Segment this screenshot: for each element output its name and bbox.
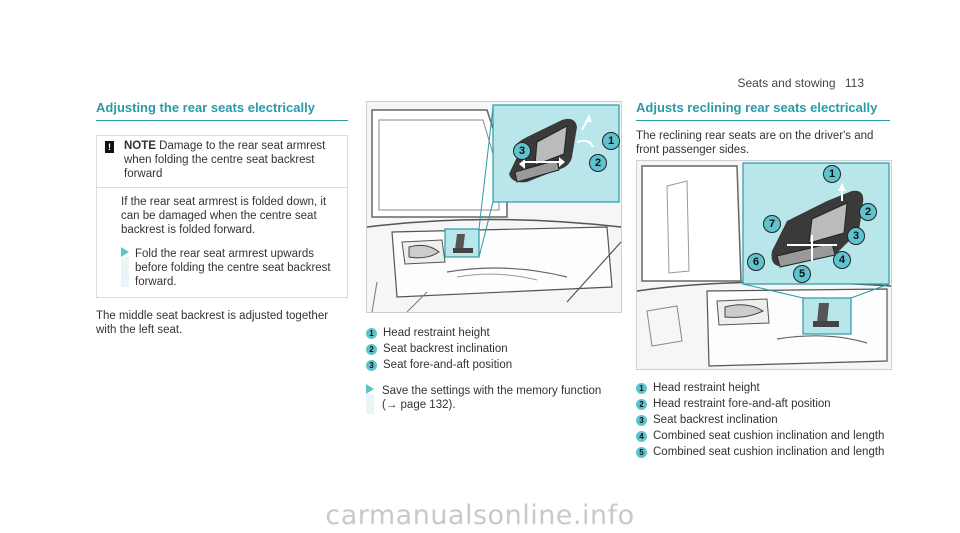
watermark: carmanualsonline.info [325,500,635,531]
note-label: NOTE [124,140,156,152]
legend-item: 1 Head restraint height [636,380,916,396]
legend-label: Seat backrest inclination [383,343,508,355]
legend-label: Head restraint height [383,327,490,339]
warning-icon: ! [105,141,114,153]
legend-num: 3 [366,359,377,371]
step-bar [121,257,129,287]
legend-num: 4 [636,430,647,442]
callout-4: 4 [833,251,851,269]
note-step-text: Fold the rear seat armrest upwards befor… [135,248,331,288]
figure-rear-seat-controls: 1 2 3 [366,101,622,313]
callout-7: 7 [763,215,781,233]
section-divider [96,120,348,121]
section-title-rear-seats: Adjusting the rear seats electrically [96,100,315,115]
legend-item: 1 Head restraint height [366,325,620,341]
note-body-area: If the rear seat armrest is folded down,… [97,188,347,297]
reclining-intro: The reclining rear seats are on the driv… [636,130,874,156]
callout-6: 6 [747,253,765,271]
legend-num: 1 [366,327,377,339]
page-header: Seats and stowing 113 [737,76,864,90]
callout-5: 5 [793,265,811,283]
legend-item: 5 Combined seat cushion inclination and l… [636,444,916,460]
legend-num: 5 [636,446,647,458]
callout-2: 2 [859,203,877,221]
car-door-illustration [367,102,621,312]
step-arrow-icon [366,384,374,394]
legend-item: 4 Combined seat cushion inclination and l… [636,428,916,444]
note-body: If the rear seat armrest is folded down,… [121,196,327,236]
legend-label: Seat backrest inclination [653,414,778,426]
legend-num: 3 [636,414,647,426]
step-bar [366,394,374,414]
left-column: Adjusting the rear seats electrically ! … [96,100,348,337]
memory-step-marker [366,384,374,414]
callout-1: 1 [823,165,841,183]
right-column: Adjusts reclining rear seats electricall… [636,100,890,157]
callout-1: 1 [602,132,620,150]
memory-step-line: Save the settings with the memory functi… [382,385,602,397]
legend-item: 3 Seat fore-and-aft position [366,357,620,373]
legend-label: Head restraint fore-and-aft position [653,398,831,410]
note-heading-text: Damage to the rear seat armrest when fol… [124,140,326,180]
memory-step-ref[interactable]: (→ page 132). [382,399,456,411]
right-legend: 1 Head restraint height 2 Head restraint f… [636,380,916,460]
note-box: ! NOTE Damage to the rear seat armrest w… [96,135,348,298]
figure-reclining-controls: 1 2 3 4 5 6 7 [636,160,892,370]
note-header: ! NOTE Damage to the rear seat armrest w… [97,136,347,188]
paragraph-middle-seat: The middle seat backrest is adjusted tog… [96,310,329,336]
callout-3: 3 [513,142,531,160]
memory-step-text: Save the settings with the memory functi… [382,384,601,414]
legend-label: Combined seat cushion inclination and le… [653,430,885,442]
step-arrow-icon [121,247,129,257]
page-number: 113 [844,76,864,90]
memory-step: Save the settings with the memory functi… [366,384,620,414]
legend-item: 2 Head restraint fore-and-aft position [636,396,916,412]
legend-item: 3 Seat backrest inclination [636,412,916,428]
callout-2: 2 [589,154,607,172]
legend-label: Seat fore-and-aft position [383,359,513,371]
callout-3: 3 [847,227,865,245]
legend-num: 2 [366,343,377,355]
legend-num: 1 [636,382,647,394]
section-divider [636,120,890,121]
note-step-marker [121,247,129,289]
section-title-reclining: Adjusts reclining rear seats electricall… [636,100,878,115]
note-step: Fold the rear seat armrest upwards befor… [121,247,339,289]
legend-item: 2 Seat backrest inclination [366,341,620,357]
legend-num: 2 [636,398,647,410]
header-section: Seats and stowing [737,76,836,90]
legend-label: Head restraint height [653,382,760,394]
legend-label: Combined seat cushion inclination and le… [653,446,885,458]
note-heading: NOTE Damage to the rear seat armrest whe… [124,139,341,181]
middle-legend: 1 Head restraint height 2 Seat backrest in… [366,325,620,414]
